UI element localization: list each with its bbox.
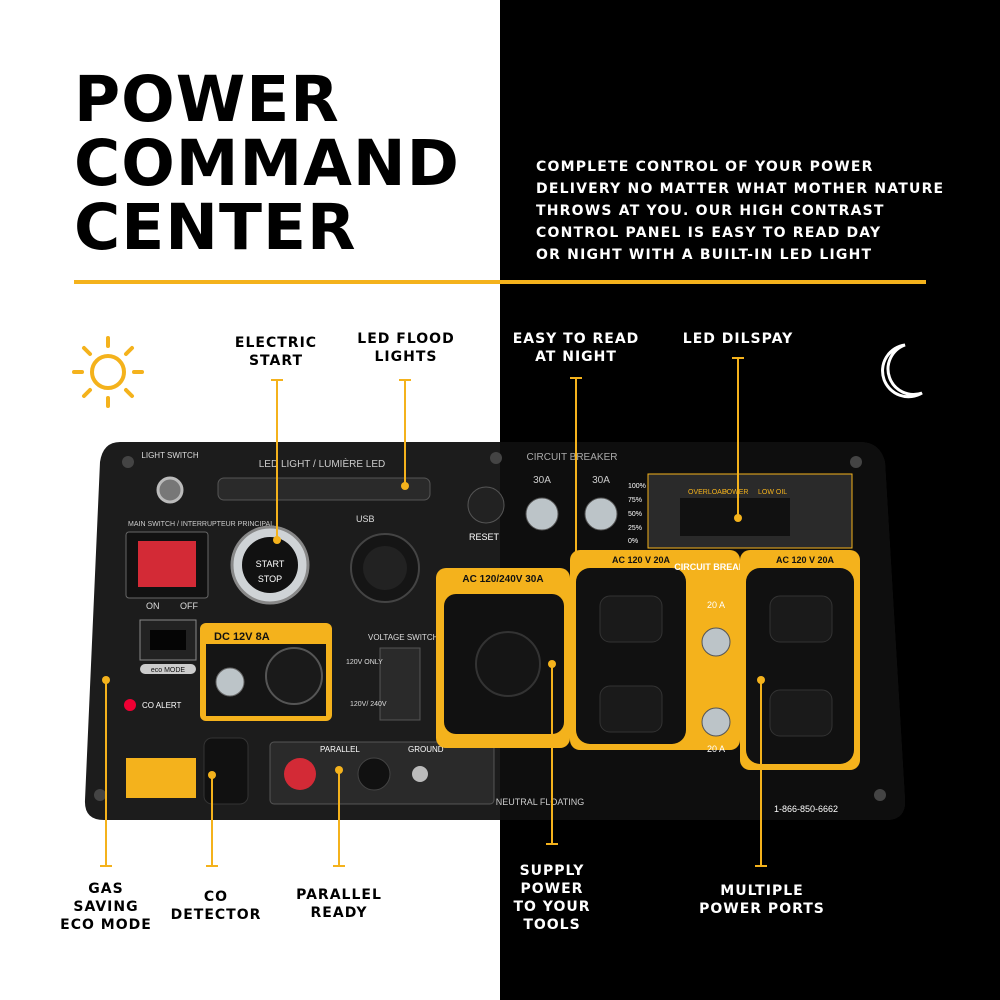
display-top-labels: OVERLOAD POWER LOW OIL xyxy=(688,489,787,496)
help-phone-label: 1-866-850-6662 xyxy=(774,804,838,814)
ground-label: GROUND xyxy=(408,745,444,754)
usb-label: USB xyxy=(356,514,375,524)
off-label: OFF xyxy=(180,601,198,611)
ac-receptacle-1a xyxy=(599,595,663,643)
led-light-bar xyxy=(217,477,431,501)
usb-cap xyxy=(363,546,407,590)
moon-icon xyxy=(881,343,923,399)
screw-icons xyxy=(94,452,886,801)
engine-start-face xyxy=(242,537,298,593)
callout-dots xyxy=(102,482,765,779)
tagline-line: OR NIGHT WITH A BUILT-IN LED LIGHT xyxy=(536,247,873,263)
breaker-30a-1 xyxy=(525,497,559,531)
svg-text:POWER: POWER xyxy=(722,489,748,496)
breaker-20a-label-1: 20 A xyxy=(707,600,725,610)
svg-text:100%: 100% xyxy=(628,483,646,490)
svg-text:LOW OIL: LOW OIL xyxy=(758,489,787,496)
title-line-2: COMMAND xyxy=(74,127,460,200)
reset-label: RESET xyxy=(469,532,500,542)
twist-lock-label: AC 120/240V 30A xyxy=(462,574,543,585)
dc-label: DC 12V 8A xyxy=(214,631,270,643)
breaker-20a-label-2: 20 A xyxy=(707,744,725,754)
on-label: ON xyxy=(146,601,160,611)
parallel-label: PARALLEL xyxy=(320,745,360,754)
dc-breaker xyxy=(215,667,245,697)
circuit-breaker-label: CIRCUIT BREAKER xyxy=(527,452,618,463)
ac-receptacle-2a xyxy=(769,595,833,643)
callout-lines xyxy=(100,357,767,867)
co-alert-light xyxy=(124,699,136,711)
sun-icon xyxy=(72,336,144,408)
parallel-port-black xyxy=(357,757,391,791)
eco-badge-label: eco MODE xyxy=(151,667,186,674)
display-percent-left: 100% 75% 50% 25% 0% xyxy=(628,483,646,545)
main-switch-rocker xyxy=(138,541,196,587)
eco-switch xyxy=(139,619,197,661)
tagline-line: COMPLETE CONTROL OF YOUR POWER xyxy=(536,159,874,175)
svg-text:25%: 25% xyxy=(628,525,642,532)
breaker-20a-1 xyxy=(701,627,731,657)
breaker-center-label: CIRCUIT BREAKER xyxy=(674,562,758,572)
svg-text:75%: 75% xyxy=(628,497,642,504)
stop-label: STOP xyxy=(258,574,282,584)
reset-button xyxy=(467,486,505,524)
ground-terminal xyxy=(412,766,428,782)
light-switch-label: LIGHT SWITCH xyxy=(141,451,198,460)
voltage-switch xyxy=(379,647,421,721)
v240-label: 120V/ 240V xyxy=(350,701,387,708)
title-line-3: CENTER xyxy=(74,191,357,264)
ac-outlet-label-2: AC 120 V 20A xyxy=(776,555,835,565)
voltage-switch-label: VOLTAGE SWITCH xyxy=(368,633,439,642)
eco-badge xyxy=(140,664,196,674)
callout-led-display: LED DILSPAY xyxy=(682,331,794,347)
cb-30a-label-1: 30A xyxy=(533,475,551,486)
svg-text:0%: 0% xyxy=(628,538,638,545)
start-label: START xyxy=(256,559,285,569)
twist-lock-socket xyxy=(475,631,541,697)
header-divider xyxy=(74,280,926,284)
tagline-line: THROWS AT YOU. OUR HIGH CONTRAST xyxy=(536,203,885,219)
eco-switch-rocker xyxy=(150,630,186,650)
breaker-20a-2 xyxy=(701,707,731,737)
co-alert-label: CO ALERT xyxy=(142,701,182,710)
svg-text:OVERLOAD: OVERLOAD xyxy=(688,489,727,496)
tagline-line: CONTROL PANEL IS EASY TO READ DAY xyxy=(536,225,882,241)
ac-receptacle-2b xyxy=(769,689,833,737)
ac-outlet-label-1: AC 120 V 20A xyxy=(612,555,671,565)
svg-text:50%: 50% xyxy=(628,511,642,518)
cb-30a-label-2: 30A xyxy=(592,475,610,486)
main-switch-label: MAIN SWITCH / INTERRUPTEUR PRINCIPAL xyxy=(128,521,274,528)
co-warning-label xyxy=(126,758,196,798)
title-line-1: POWER xyxy=(74,63,340,136)
light-switch-icon xyxy=(156,476,184,504)
dc-socket xyxy=(265,647,323,705)
tagline-line: DELIVERY NO MATTER WHAT MOTHER NATURE xyxy=(536,181,945,197)
neutral-floating-label: NEUTRAL FLOATING xyxy=(496,797,585,807)
page-title: POWER COMMAND CENTER xyxy=(74,68,460,260)
breaker-30a-2 xyxy=(584,497,618,531)
ac-receptacle-1b xyxy=(599,685,663,733)
tagline: COMPLETE CONTROL OF YOUR POWER DELIVERY … xyxy=(536,156,945,266)
led-light-label: LED LIGHT / LUMIÈRE LED xyxy=(259,457,386,470)
co-detector-housing xyxy=(203,737,249,805)
parallel-port-red xyxy=(284,758,316,790)
v120-label: 120V ONLY xyxy=(346,659,383,666)
